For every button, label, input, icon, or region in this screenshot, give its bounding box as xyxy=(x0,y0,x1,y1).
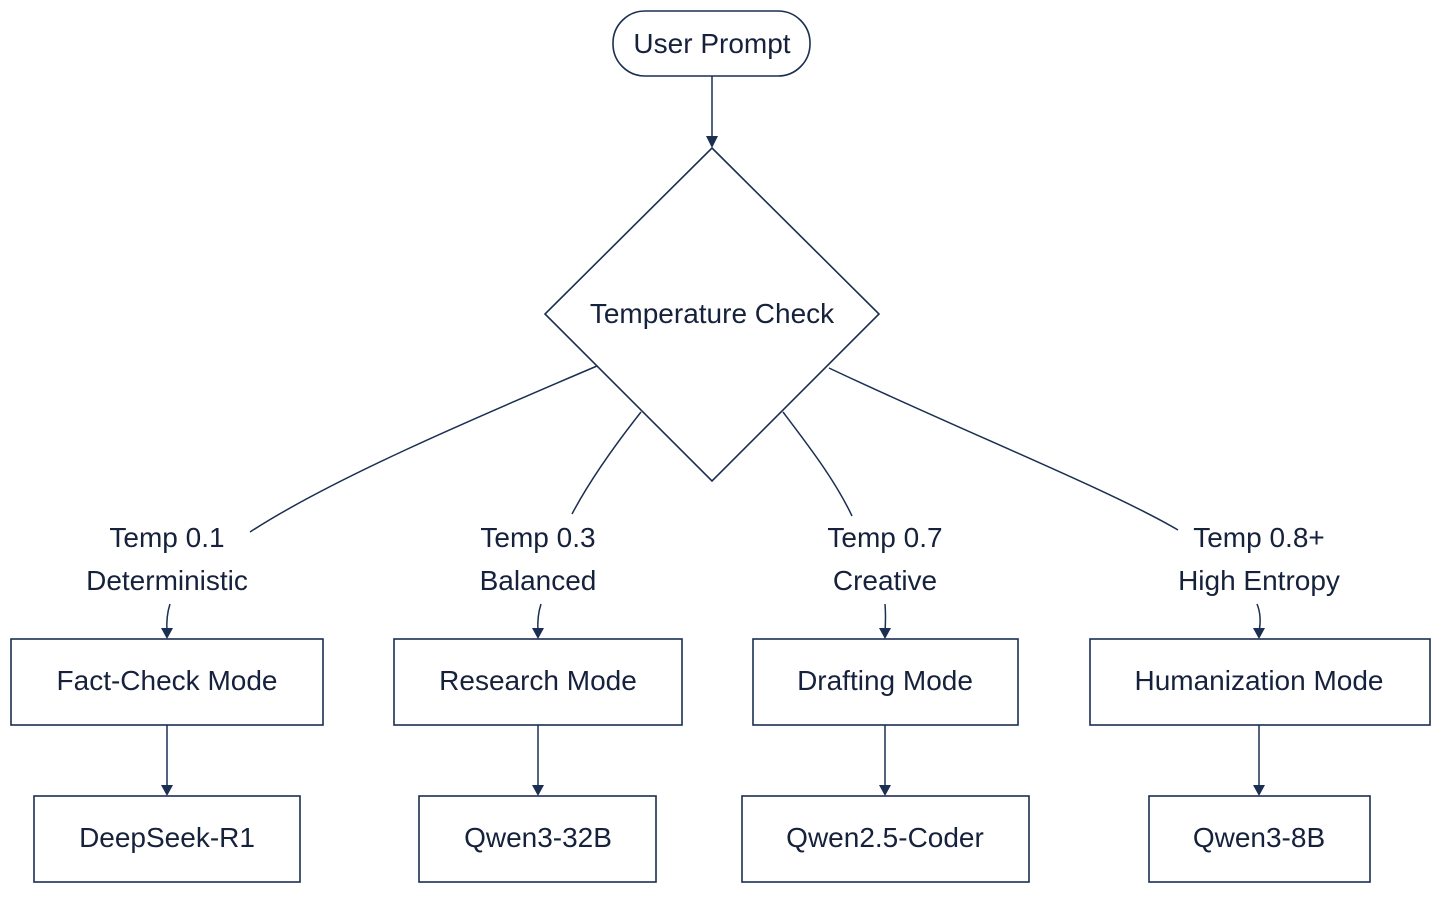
branch-humanization: Temp 0.8+ High Entropy Humanization Mode… xyxy=(1089,522,1431,883)
edge-decision-to-branch-3 xyxy=(782,411,853,517)
model-box xyxy=(1148,795,1371,883)
mode-label: Research Mode xyxy=(439,665,637,696)
edge-branch-2-to-mode xyxy=(537,603,542,633)
edge-branch-1-to-mode xyxy=(166,603,171,633)
branch-fact-check: Temp 0.1 Deterministic Fact-Check Mode D… xyxy=(10,522,324,883)
model-label: Qwen3-32B xyxy=(464,822,612,853)
edge-decision-to-branch-1 xyxy=(249,365,598,533)
arrowhead xyxy=(1253,785,1265,796)
branch-style-label: Balanced xyxy=(480,565,597,596)
arrowhead xyxy=(879,785,891,796)
start-node-shape xyxy=(612,10,811,77)
model-label: Qwen2.5-Coder xyxy=(786,822,984,853)
edge-decision-to-branch-4 xyxy=(828,367,1179,531)
decision-label: Temperature Check xyxy=(590,298,835,329)
arrowhead xyxy=(879,628,891,639)
model-label: DeepSeek-R1 xyxy=(79,822,255,853)
branch-temp-label: Temp 0.7 xyxy=(827,522,942,553)
mode-box xyxy=(752,638,1019,726)
branch-style-label: High Entropy xyxy=(1178,565,1340,596)
arrowhead xyxy=(161,628,173,639)
decision-node: Temperature Check xyxy=(543,146,881,483)
arrowhead xyxy=(161,785,173,796)
decision-diamond xyxy=(543,146,881,483)
mode-label: Fact-Check Mode xyxy=(57,665,278,696)
arrowhead xyxy=(532,785,544,796)
mode-box xyxy=(393,638,683,726)
model-box xyxy=(741,795,1030,883)
branch-style-label: Deterministic xyxy=(86,565,248,596)
arrowhead xyxy=(706,136,718,148)
mode-label: Humanization Mode xyxy=(1134,665,1383,696)
branch-research: Temp 0.3 Balanced Research Mode Qwen3-32… xyxy=(393,522,683,883)
mode-box xyxy=(1089,638,1431,726)
arrowhead xyxy=(1253,628,1265,639)
edges xyxy=(161,76,1265,796)
model-box xyxy=(33,795,301,883)
model-box xyxy=(418,795,657,883)
mode-label: Drafting Mode xyxy=(797,665,973,696)
arrowhead xyxy=(532,628,544,639)
branch-temp-label: Temp 0.8+ xyxy=(1193,522,1325,553)
model-label: Qwen3-8B xyxy=(1193,822,1325,853)
branch-drafting: Temp 0.7 Creative Drafting Mode Qwen2.5-… xyxy=(741,522,1030,883)
edge-branch-4-to-mode xyxy=(1256,603,1261,633)
branch-style-label: Creative xyxy=(833,565,937,596)
mode-box xyxy=(10,638,324,726)
branch-temp-label: Temp 0.3 xyxy=(480,522,595,553)
edge-decision-to-branch-2 xyxy=(571,411,642,515)
start-node: User Prompt xyxy=(612,10,811,77)
branch-temp-label: Temp 0.1 xyxy=(109,522,224,553)
start-node-label: User Prompt xyxy=(633,28,790,59)
edge-branch-3-to-mode xyxy=(884,603,887,633)
